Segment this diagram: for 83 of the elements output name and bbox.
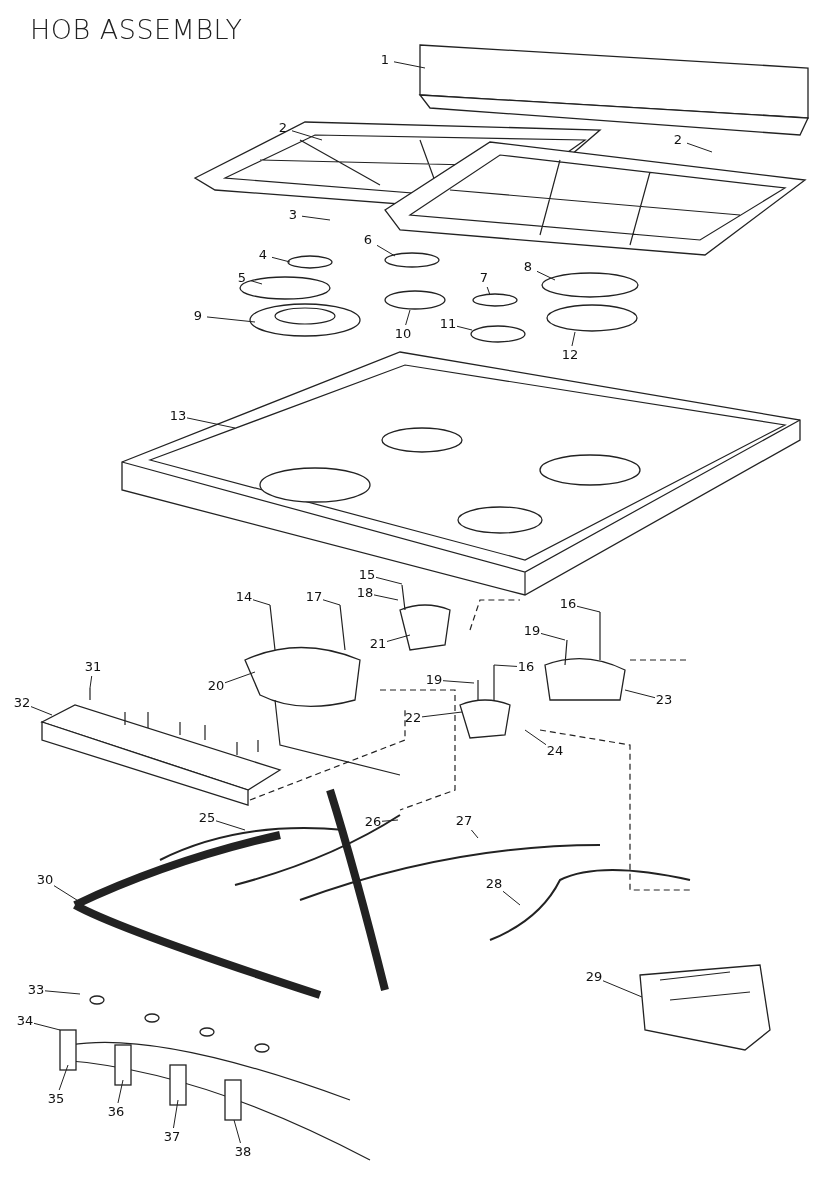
leader-line (53, 885, 81, 903)
callout-number: 20 (206, 679, 226, 693)
callout-number: 27 (454, 814, 474, 828)
callout-number: 29 (584, 970, 604, 984)
leader-line (89, 675, 93, 689)
leader-line (502, 890, 521, 906)
callout-number: 21 (368, 637, 388, 651)
callout-number: 16 (558, 597, 578, 611)
leader-line (624, 689, 656, 699)
leader-line (252, 599, 271, 606)
callout-number: 5 (236, 271, 248, 285)
leader-line (602, 980, 643, 998)
callout-number: 6 (362, 233, 374, 247)
leader-line (524, 729, 547, 746)
callout-number: 23 (654, 693, 674, 707)
callout-number: 9 (192, 309, 204, 323)
callout-number: 3 (287, 208, 299, 222)
callout-number: 32 (12, 696, 32, 710)
callout-number: 2 (277, 121, 289, 135)
callout-number: 7 (478, 271, 490, 285)
leader-line (215, 820, 246, 831)
leader-line (540, 632, 566, 641)
callout-number: 14 (234, 590, 254, 604)
callout-number: 12 (560, 348, 580, 362)
leader-line (186, 417, 236, 429)
callout-number: 1 (379, 53, 391, 67)
leader-line (233, 1119, 241, 1144)
leader-line (456, 325, 473, 331)
leader-line (571, 331, 576, 347)
leader-line (421, 711, 463, 718)
callout-number: 26 (363, 815, 383, 829)
leader-line (322, 599, 341, 606)
leader-line (33, 1022, 61, 1031)
leader-line (44, 990, 81, 995)
callout-number: 35 (46, 1092, 66, 1106)
callout-number: 19 (522, 624, 542, 638)
callout-number: 38 (233, 1145, 253, 1159)
callout-number: 10 (393, 327, 413, 341)
leader-line (206, 316, 256, 323)
leader-line (442, 680, 475, 684)
callout-number: 36 (106, 1105, 126, 1119)
callout-number: 30 (35, 873, 55, 887)
leader-line (686, 142, 713, 153)
callout-number: 2 (672, 133, 684, 147)
callout-number: 18 (355, 586, 375, 600)
leader-line (172, 1099, 179, 1129)
leader-line (486, 286, 491, 296)
leader-line (291, 130, 323, 141)
callout-number: 22 (403, 711, 423, 725)
callout-number: 19 (424, 673, 444, 687)
leader-line (393, 61, 426, 69)
callout-number: 13 (168, 409, 188, 423)
callout-number: 37 (162, 1130, 182, 1144)
leader-line (576, 605, 601, 613)
callout-number: 34 (15, 1014, 35, 1028)
callout-number: 16 (516, 660, 536, 674)
callout-number: 28 (484, 877, 504, 891)
leader-line (376, 244, 396, 257)
callout-number: 4 (257, 248, 269, 262)
leader-line (30, 706, 53, 716)
leader-line (224, 671, 256, 684)
leader-line (301, 215, 331, 221)
leader-line (271, 256, 291, 263)
callout-number: 25 (197, 811, 217, 825)
leader-line (493, 664, 518, 667)
callout-number: 17 (304, 590, 324, 604)
callout-number: 24 (545, 744, 565, 758)
page-title: HOB ASSEMBLY (30, 14, 243, 45)
leader-line (375, 576, 403, 585)
leader-line (58, 1064, 69, 1091)
callout-number: 31 (83, 660, 103, 674)
leader-line (250, 280, 263, 285)
callout-number: 11 (438, 317, 458, 331)
leader-line (373, 594, 399, 601)
callout-number: 33 (26, 983, 46, 997)
leader-line (381, 819, 399, 822)
callout-number: 8 (522, 260, 534, 274)
callout-number: 15 (357, 568, 377, 582)
leader-line (117, 1079, 124, 1104)
leader-line (470, 829, 479, 839)
leader-line (405, 309, 411, 326)
leader-line (536, 270, 556, 281)
leader-line (386, 634, 411, 642)
